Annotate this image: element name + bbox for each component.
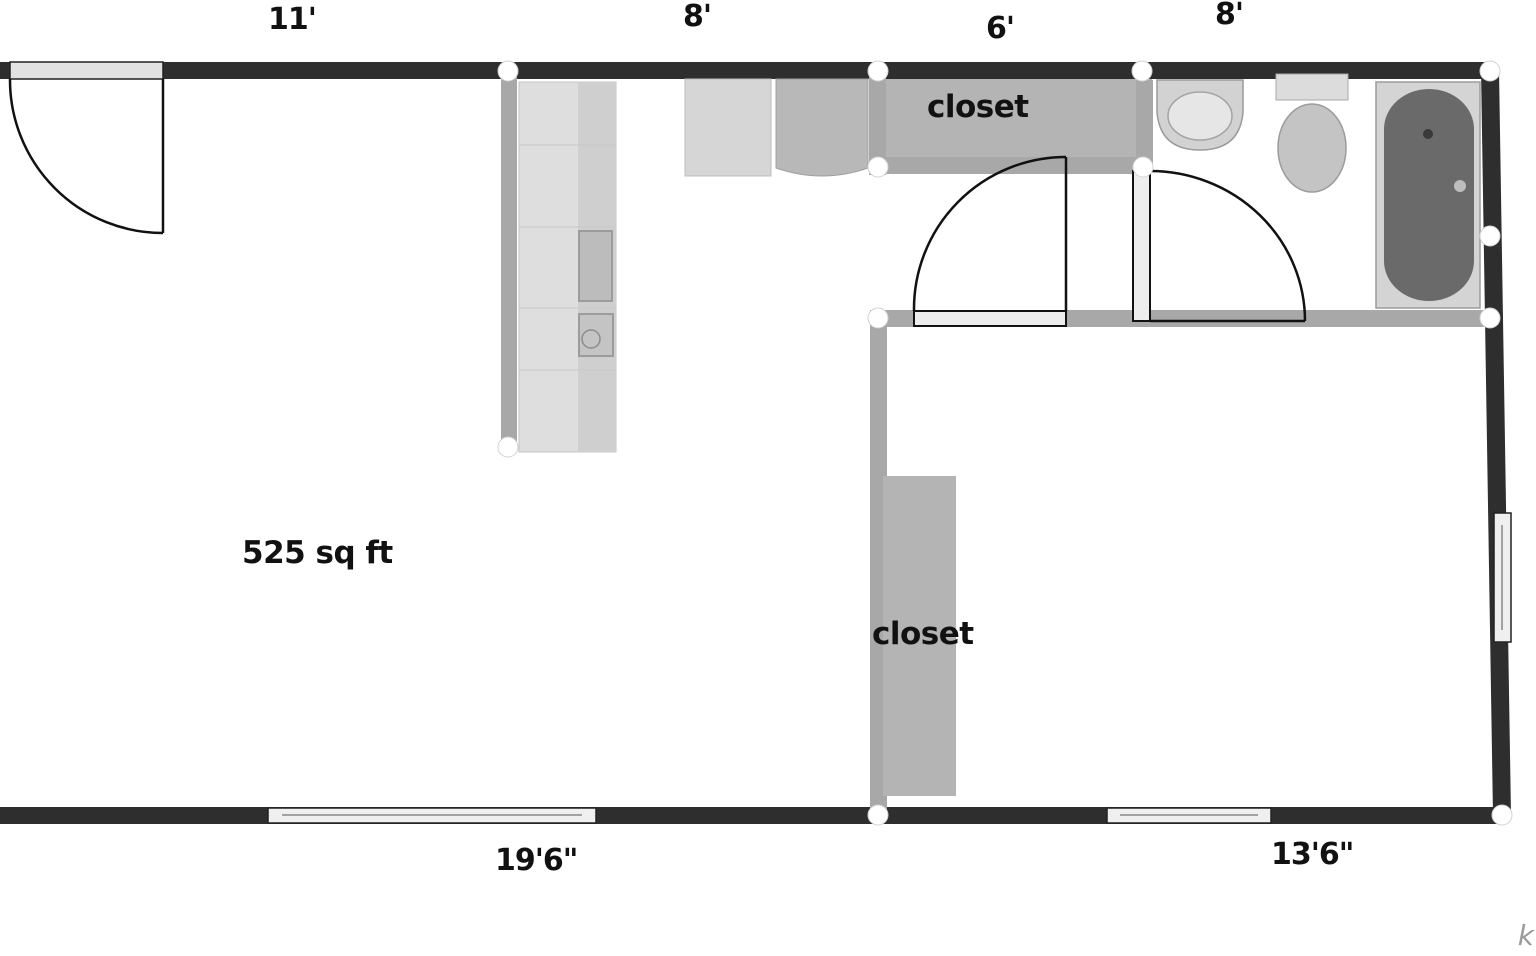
- top-closet-fill: [886, 79, 1152, 158]
- dimension-top-3: 6': [986, 11, 1015, 46]
- left-door-panel: [913, 310, 1067, 327]
- entry-door-swing: [8, 78, 164, 235]
- top-closet: [869, 75, 1152, 175]
- left-door-swing: [912, 155, 1067, 312]
- closet-middle-label: closet: [872, 616, 974, 652]
- joint: [1479, 225, 1501, 247]
- windows: [267, 512, 1512, 824]
- dimension-bottom-1: 19'6": [495, 843, 578, 878]
- joint: [867, 156, 889, 178]
- stove: [775, 78, 869, 177]
- joint: [867, 804, 889, 826]
- dimension-top-4: 8': [1215, 0, 1244, 32]
- kitchen-sink: [578, 230, 613, 302]
- joint: [497, 60, 519, 82]
- bedroom-wall: [870, 318, 887, 816]
- fridge: [684, 78, 772, 177]
- dimension-top-1: 11': [268, 2, 317, 37]
- kitchen-area: [501, 75, 869, 453]
- joint: [1132, 156, 1154, 178]
- bathroom: [1136, 73, 1481, 309]
- toilet-tank: [1275, 73, 1349, 101]
- joint: [1131, 60, 1153, 82]
- joint: [1479, 307, 1501, 329]
- area-label: 525 sq ft: [242, 535, 393, 571]
- right-wall: [1481, 70, 1511, 816]
- top-wall: [0, 62, 1492, 79]
- toilet-bowl: [1277, 103, 1347, 193]
- joint: [497, 436, 519, 458]
- bottom-wall: [0, 807, 1502, 824]
- wall-joints: [497, 60, 1513, 826]
- entry-door[interactable]: [8, 61, 165, 235]
- closet-doors[interactable]: [912, 155, 1307, 327]
- entry-door-opening: [9, 61, 164, 80]
- interior-walls: [870, 310, 1485, 816]
- watermark-letter: k: [1517, 919, 1534, 952]
- bath-partition-wall: [1136, 80, 1153, 172]
- tub-faucet: [1454, 180, 1466, 192]
- middle-closet: [883, 476, 956, 796]
- joint: [1479, 60, 1501, 82]
- closet-top-label: closet: [927, 89, 1029, 125]
- cooktop: [578, 313, 614, 357]
- dimension-top-2: 8': [683, 0, 712, 34]
- right-door-swing: [1149, 169, 1307, 322]
- kitchen-divider-wall: [501, 75, 517, 448]
- tub-drain: [1423, 129, 1433, 139]
- joint: [1491, 804, 1513, 826]
- cooktop-burner: [581, 329, 601, 349]
- right-door-panel: [1132, 170, 1151, 322]
- joint: [867, 307, 889, 329]
- sink-basin: [1167, 91, 1233, 141]
- top-closet-wall: [879, 157, 1143, 174]
- joint: [867, 60, 889, 82]
- dimension-bottom-2: 13'6": [1271, 837, 1354, 872]
- bathtub-basin: [1384, 89, 1474, 301]
- closet-divider-wall: [869, 75, 886, 175]
